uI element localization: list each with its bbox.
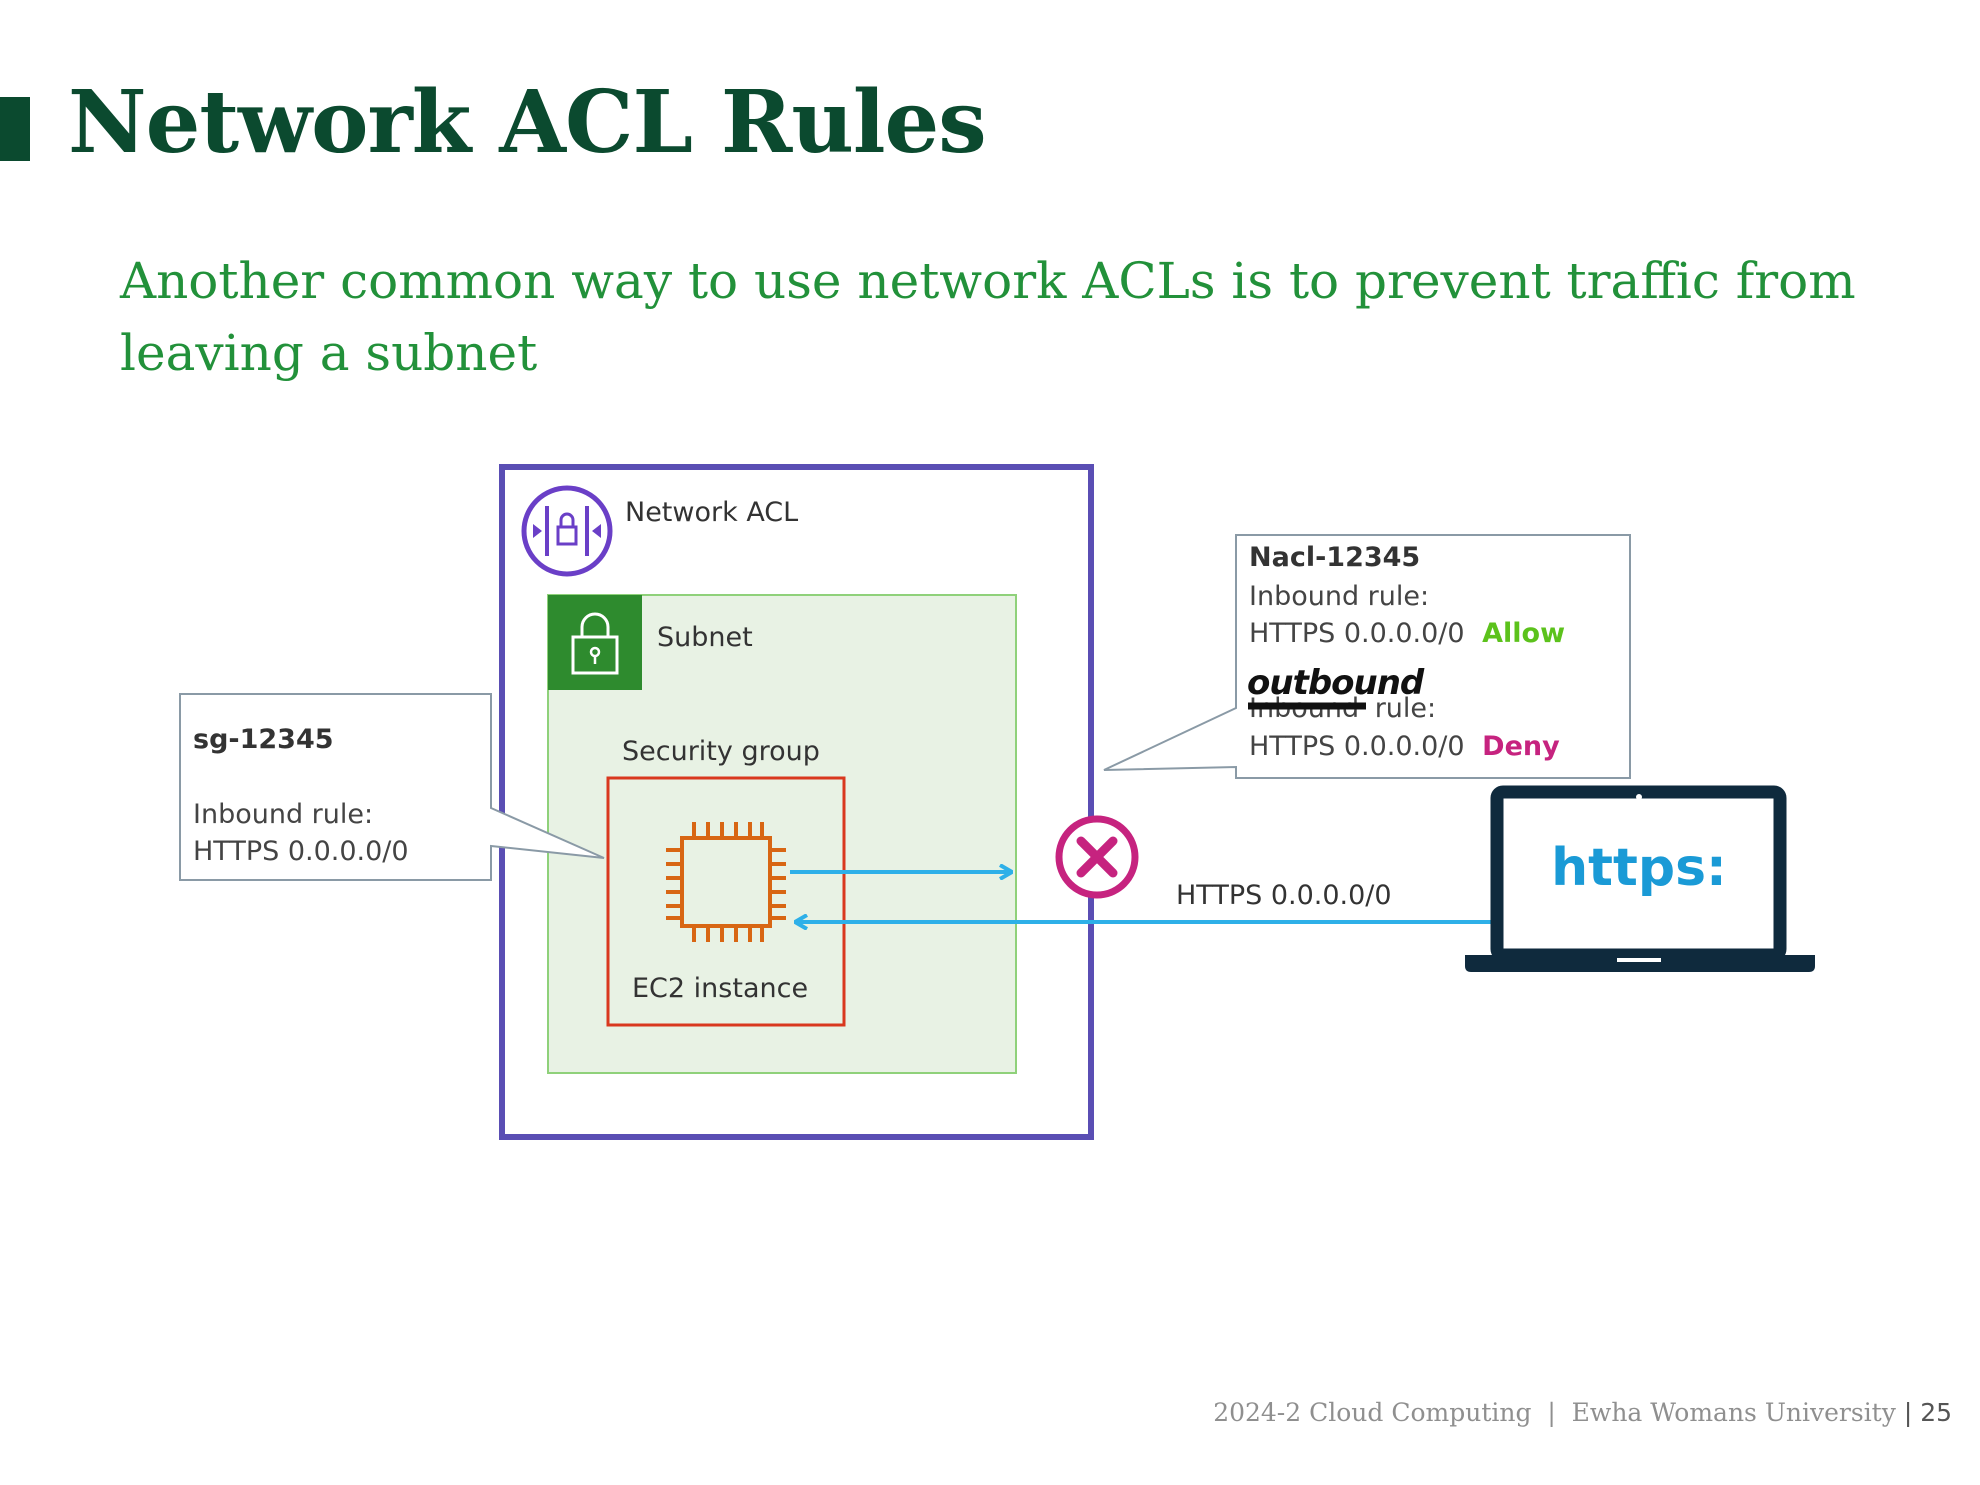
nacl-callout: Nacl-12345 Inbound rule: HTTPS 0.0.0.0/0… (1103, 534, 1631, 779)
sg-id: sg-12345 (193, 724, 334, 755)
nacl-inbound-label: Inbound rule: (1249, 581, 1429, 612)
network-acl-label: Network ACL (625, 497, 798, 528)
security-group-box (606, 776, 846, 1027)
traffic-label: HTTPS 0.0.0.0/0 (1176, 880, 1392, 911)
page-number: 25 (1920, 1398, 1952, 1427)
nacl-outbound-rule: HTTPS 0.0.0.0/0 Deny (1249, 731, 1560, 762)
nacl-inbound-rule: HTTPS 0.0.0.0/0 Allow (1249, 618, 1565, 649)
laptop-screen-text: https: (1551, 838, 1727, 898)
slide-footer: 2024-2 Cloud Computing | Ewha Womans Uni… (1213, 1398, 1952, 1427)
lock-icon (548, 595, 642, 690)
nacl-outbound-value: HTTPS 0.0.0.0/0 (1249, 731, 1465, 762)
slide-subtitle: Another common way to use network ACLs i… (120, 252, 1856, 382)
nacl-id: Nacl-12345 (1249, 542, 1420, 573)
footer-text: 2024-2 Cloud Computing | Ewha Womans Uni… (1213, 1398, 1896, 1427)
slide-title: Network ACL Rules (68, 72, 987, 173)
sg-rule-value: HTTPS 0.0.0.0/0 (193, 836, 409, 867)
sg-callout: sg-12345 Inbound rule: HTTPS 0.0.0.0/0 (179, 693, 605, 881)
sg-rule-label: Inbound rule: (193, 799, 373, 830)
title-accent-bar (0, 97, 30, 161)
handwritten-outbound: outbound (1247, 663, 1425, 703)
security-group-label: Security group (622, 736, 820, 767)
rule-suffix: rule: (1375, 693, 1436, 724)
laptop-icon: https: (1465, 785, 1815, 972)
deny-x-icon (1055, 815, 1139, 899)
network-acl-icon (521, 485, 613, 577)
nacl-inbound-value: HTTPS 0.0.0.0/0 (1249, 618, 1465, 649)
subnet-label: Subnet (657, 622, 753, 653)
deny-action: Deny (1482, 731, 1560, 762)
ec2-chip-icon (666, 822, 786, 942)
allow-action: Allow (1482, 618, 1565, 649)
ec2-instance-label: EC2 instance (632, 973, 808, 1004)
